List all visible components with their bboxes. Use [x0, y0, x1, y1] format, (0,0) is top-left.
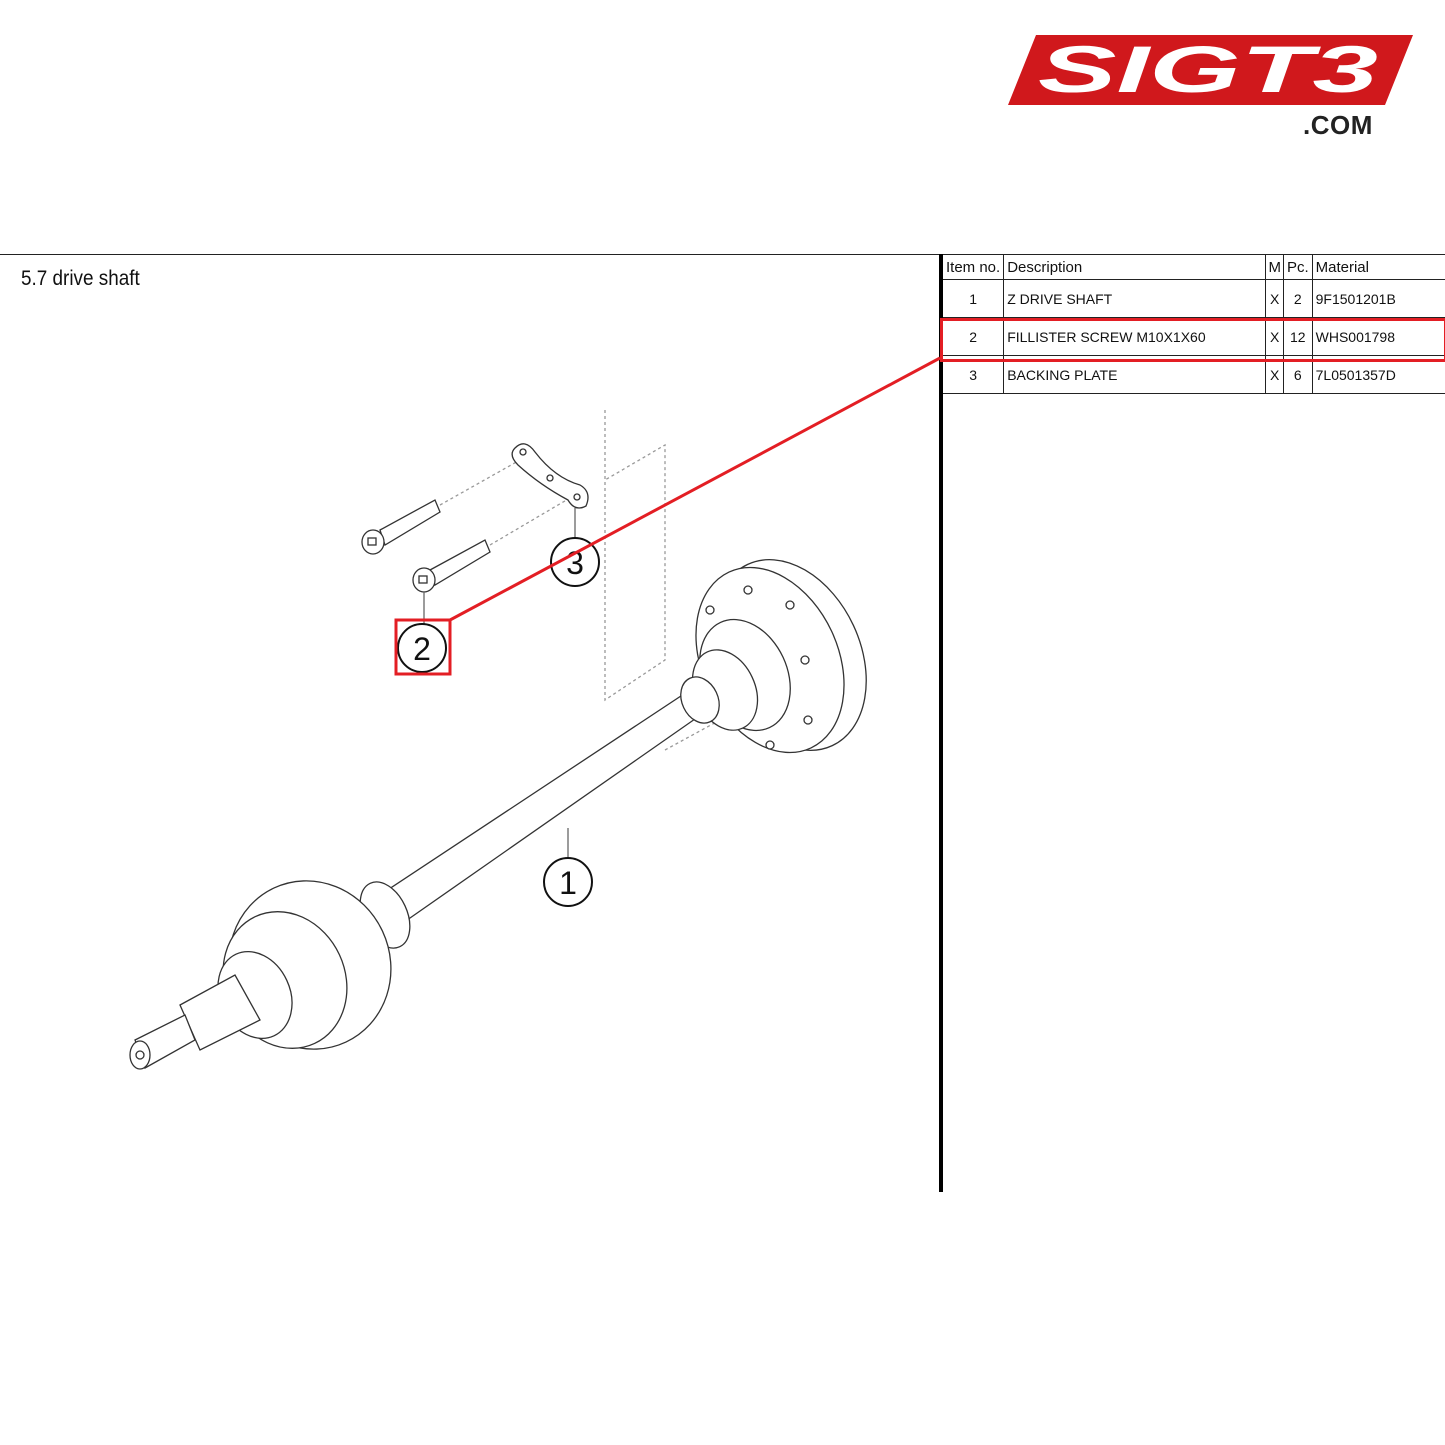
header-pc: Pc. [1283, 255, 1313, 280]
cell-pc: 12 [1283, 317, 1313, 356]
flange-joint [680, 559, 867, 754]
shaft [379, 689, 706, 926]
svg-text:1: 1 [559, 865, 577, 901]
cell-m: X [1265, 279, 1284, 318]
svg-text:SIGT3: SIGT3 [1038, 35, 1378, 105]
panel-divider [939, 254, 943, 1192]
screw-icon [412, 539, 491, 593]
cell-pc: 2 [1283, 279, 1313, 318]
svg-text:2: 2 [413, 631, 431, 667]
header-divider [0, 254, 1445, 255]
callout-2[interactable]: 2 [397, 623, 447, 673]
header-item: Item no. [943, 255, 1005, 280]
table-row-highlighted[interactable]: 2 FILLISTER SCREW M10X1X60 X 12 WHS00179… [943, 317, 1445, 356]
table-row[interactable]: 1 Z DRIVE SHAFT X 2 9F1501201B [943, 279, 1445, 318]
cell-description: FILLISTER SCREW M10X1X60 [1003, 317, 1267, 356]
highlight-connector [449, 356, 940, 622]
header-material: Material [1312, 255, 1445, 280]
backing-plate [511, 443, 589, 509]
table-header: Item no. Description M Pc. Material [943, 255, 1445, 280]
callout-3[interactable]: 3 [550, 537, 600, 587]
header-m: M [1265, 255, 1284, 280]
logo-domain: .COM [1303, 110, 1373, 140]
cell-m: X [1265, 355, 1284, 394]
screw-icon [361, 499, 441, 555]
cell-item: 1 [943, 279, 1005, 318]
row-highlight-box [940, 318, 1445, 362]
cell-m: X [1265, 317, 1284, 356]
cell-description: Z DRIVE SHAFT [1003, 279, 1267, 318]
cell-material: WHS001798 [1312, 317, 1445, 356]
cell-material: 9F1501201B [1312, 279, 1445, 318]
cv-boot [129, 880, 411, 1070]
parts-table: Item no. Description M Pc. Material 1 Z … [943, 255, 1445, 394]
cell-item: 2 [943, 317, 1005, 356]
assembly-guides [439, 410, 721, 751]
drive-shaft-diagram: 1 2 3 [129, 356, 940, 1070]
sigt3-logo[interactable]: SIGT3 [1008, 35, 1413, 105]
callout-1[interactable]: 1 [543, 857, 593, 907]
section-title: 5.7 drive shaft [21, 267, 140, 290]
callout-highlight-box [394, 618, 452, 676]
header-description: Description [1003, 255, 1267, 280]
